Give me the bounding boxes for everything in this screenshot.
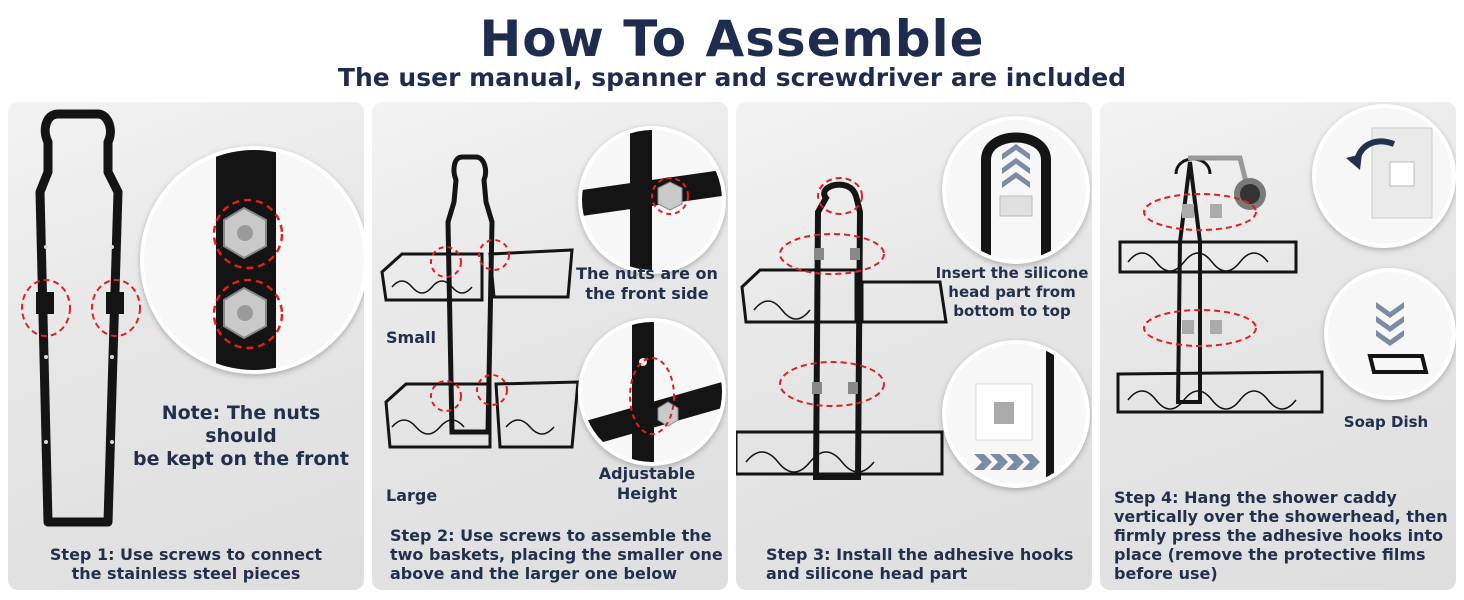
- page-title: How To Assemble: [479, 10, 985, 68]
- silicone-head-closeup-circle: [942, 116, 1090, 264]
- caddy-frame-illustration: [21, 109, 141, 527]
- small-basket-label: Small: [386, 328, 436, 347]
- soap-dish-label: Soap Dish: [1343, 413, 1429, 431]
- chevron-right-icon: [974, 454, 1040, 470]
- adhesive-hooks-illustration: [736, 177, 948, 480]
- hook-press-closeup-circle: [942, 340, 1090, 488]
- nut-icon: [223, 286, 267, 340]
- page-subtitle: The user manual, spanner and screwdriver…: [337, 63, 1127, 92]
- nut-icon: [223, 206, 267, 260]
- highlight-ring: [91, 279, 141, 337]
- hanging-caddy-illustration: [1116, 155, 1324, 414]
- large-basket-label: Large: [386, 486, 438, 505]
- front-nut-closeup-circle: [578, 126, 726, 274]
- chevron-down-icon: [1376, 302, 1404, 346]
- basket-assembly-illustration: [380, 154, 580, 449]
- soap-dish-closeup-circle: [1324, 268, 1456, 400]
- adjustable-closeup-circle: [578, 318, 726, 466]
- chevron-up-icon: [1002, 144, 1030, 188]
- showerhead-icon: [1234, 178, 1266, 210]
- nuts-closeup-circle: [140, 146, 364, 374]
- highlight-ring: [21, 279, 71, 337]
- film-removal-closeup-circle: [1312, 104, 1456, 248]
